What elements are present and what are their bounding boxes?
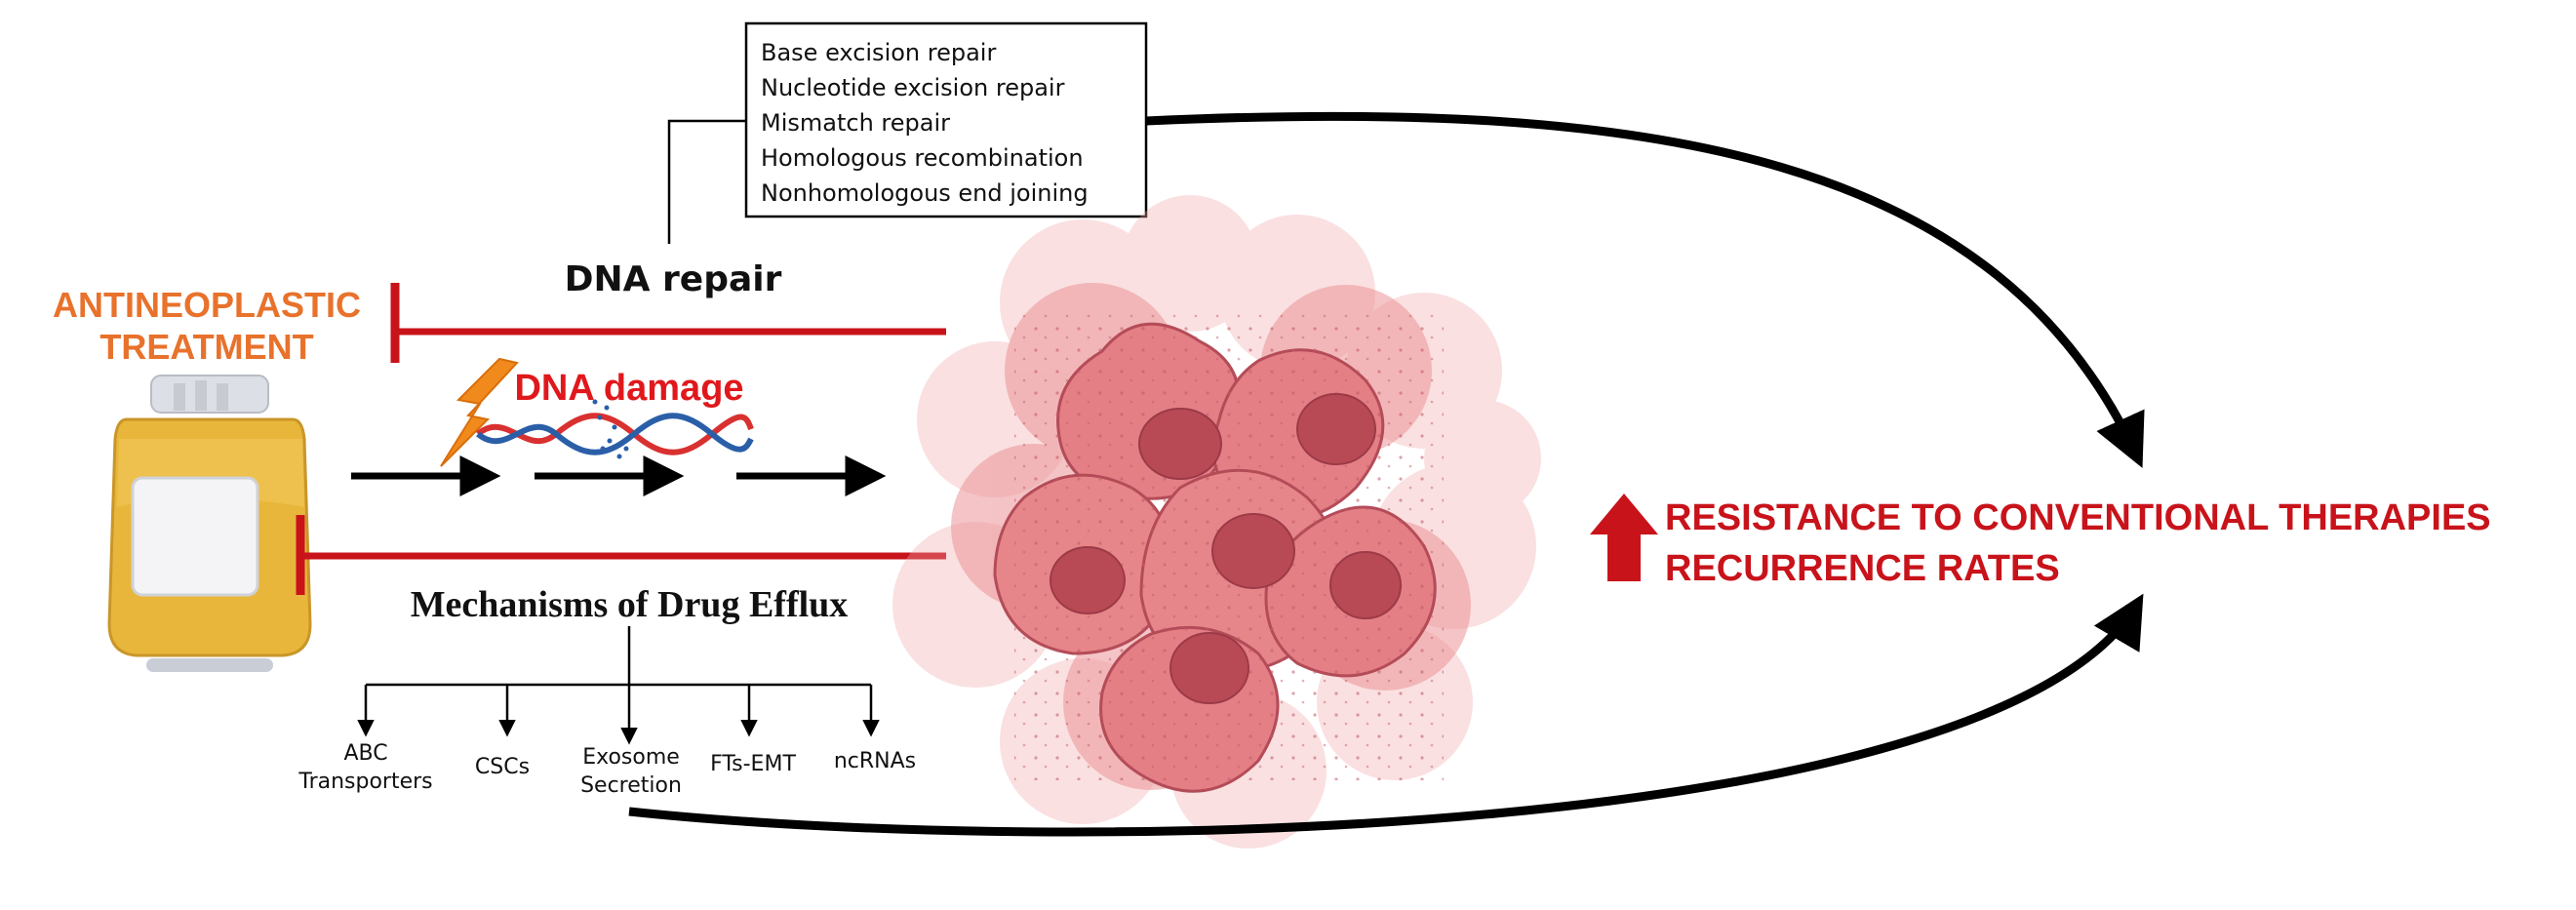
outcome-line1: RESISTANCE TO CONVENTIONAL THERAPIES [1665,497,2491,538]
efflux-item-ncrnas: ncRNAs [834,749,916,773]
dna-repair-box: Base excision repair Nucleotide excision… [744,21,1148,218]
dna-repair-label: DNA repair [565,259,782,299]
efflux-item-exosome-line2: Secretion [580,773,682,798]
dna-helix-icon [476,399,754,459]
efflux-item-fts-emt: FTs-EMT [710,752,796,776]
repair-connector [667,119,746,244]
repair-item-5: Nonhomologous end joining [761,179,1089,207]
tumor-cell-cluster-icon [892,195,1541,849]
lightning-icon [440,357,519,467]
repair-to-outcome-arrow [1145,111,2145,468]
dna-damage-label: DNA damage [514,368,743,409]
iv-bag-icon [107,375,312,672]
repair-inhibition-arrow [390,283,946,363]
efflux-item-abc-line1: ABC [343,741,387,766]
repair-item-2: Nucleotide excision repair [761,74,1065,101]
repair-item-1: Base excision repair [761,39,996,66]
treatment-title: ANTINEOPLASTIC TREATMENT [53,285,361,367]
efflux-item-cscs: CSCs [475,755,530,779]
treatment-title-line1: ANTINEOPLASTIC [53,285,361,325]
drug-efflux-label: Mechanisms of Drug Efflux [411,584,849,625]
repair-item-3: Mismatch repair [761,109,950,137]
increase-arrow-icon [1590,494,1658,581]
efflux-item-abc-line2: Transporters [297,770,432,794]
efflux-item-exosome-line1: Exosome [582,745,680,770]
efflux-tree [357,626,880,745]
repair-item-4: Homologous recombination [761,144,1084,172]
efflux-to-outcome-arrow [628,593,2144,837]
efflux-inhibition-arrow [296,515,946,595]
outcome-line2: RECURRENCE RATES [1665,548,2060,589]
treatment-title-line2: TREATMENT [99,327,313,367]
efflux-mechanisms: ABC Transporters CSCs Exosome Secretion … [297,741,916,798]
